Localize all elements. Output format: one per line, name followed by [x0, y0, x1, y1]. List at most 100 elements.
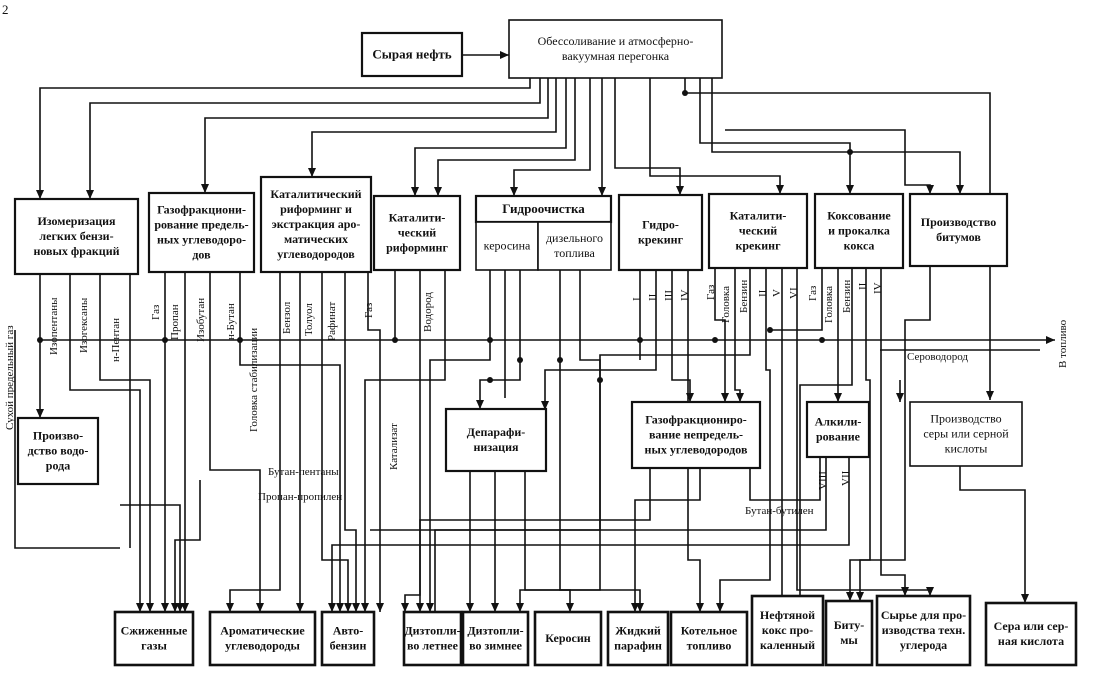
box-label-line: крекинг — [735, 239, 781, 253]
junction-dot — [517, 357, 523, 363]
arrowhead — [426, 603, 434, 612]
flow-line — [89, 78, 541, 199]
box-label-line: парафин — [614, 639, 662, 653]
flow-label-cc-head: Головка — [720, 286, 732, 323]
arrowhead — [36, 409, 44, 418]
box-label-line: экстракция аро- — [272, 217, 361, 231]
arrowhead — [296, 603, 304, 612]
arrowhead — [352, 603, 360, 612]
flow-label-toluene: Толуол — [303, 303, 315, 336]
flow-label-cok-head: Головка — [823, 286, 835, 323]
box-label-line: риформинг — [386, 241, 448, 255]
stream-number-alk-7: VII — [840, 470, 852, 486]
flow-label-stab-head: Головка стабилизации — [248, 328, 260, 432]
arrowhead — [986, 391, 994, 400]
box-label-line: каленный — [760, 638, 815, 652]
box-label-line: Керосин — [545, 631, 590, 645]
junction-dot — [767, 327, 773, 333]
flow-label-propane-propylene: Пропан-пропилен — [258, 491, 342, 503]
box-label-line: во летнее — [407, 639, 459, 653]
arrowhead — [846, 185, 854, 194]
arrowhead — [411, 187, 419, 196]
box-label-line: Дизтопли- — [467, 624, 523, 638]
box-hydrotreat: Гидроочистка — [474, 194, 613, 224]
flow-line — [649, 78, 781, 194]
flow-label-to-fuel: В топливо — [1057, 319, 1069, 368]
flow-line — [344, 272, 357, 612]
flow-line — [99, 274, 151, 612]
flow-line — [174, 480, 201, 612]
junction-dot — [487, 337, 493, 343]
flow-line — [711, 78, 961, 194]
flow-line — [880, 268, 906, 596]
flow-line — [513, 78, 591, 196]
box-label-line: Сырье для про- — [881, 608, 966, 622]
flow-label-isohexanes: Изогексаны — [78, 297, 90, 353]
box-p-kerosene: Керосин — [533, 610, 603, 667]
box-label-line: ческий — [398, 226, 436, 240]
arrowhead — [901, 587, 909, 596]
flow-line — [239, 272, 341, 612]
arrowhead — [776, 185, 784, 194]
box-label-line: Коксование — [827, 209, 891, 223]
box-p-bitumen: Биту-мы — [824, 599, 874, 667]
arrowhead — [500, 51, 509, 59]
stream-number-cc-6: VI — [788, 287, 800, 299]
arrowhead — [336, 603, 344, 612]
box-frame — [630, 400, 762, 470]
flow-line — [699, 78, 851, 194]
flow-label-n-pentane: н-Пентан — [110, 318, 122, 362]
box-label-line: Каталитический — [270, 187, 361, 201]
junction-dot — [37, 337, 43, 343]
arrowhead — [716, 603, 724, 612]
flow-label-butane-pentanes: Бутан-пентаны — [268, 466, 339, 478]
arrowhead — [541, 401, 549, 410]
flow-line — [437, 78, 576, 196]
box-label-line: кокс про- — [762, 623, 813, 637]
box-label-line: Гидроочистка — [502, 201, 585, 216]
arrowhead — [696, 603, 704, 612]
flow-label-gas-1: Газ — [150, 305, 162, 320]
arrowhead — [344, 603, 352, 612]
arrowhead — [896, 393, 904, 402]
box-label-line: крекинг — [638, 233, 684, 247]
arrowhead — [566, 603, 574, 612]
arrowhead — [466, 603, 474, 612]
flow-line — [331, 457, 850, 612]
arrowhead — [491, 603, 499, 612]
arrowhead — [434, 187, 442, 196]
box-frame — [875, 594, 972, 667]
flow-line — [364, 270, 446, 612]
arrowhead — [686, 393, 694, 402]
box-label-line: Ароматические — [220, 624, 305, 638]
arrowhead — [86, 190, 94, 199]
arrowhead — [361, 603, 369, 612]
box-p-diesel-winter: Дизтопли-во зимнее — [461, 610, 530, 667]
arrowhead — [376, 603, 384, 612]
box-gas-fract-sat: Газофракциони-рование предель-ных углево… — [147, 191, 256, 274]
box-label-line: новых фракций — [33, 244, 119, 258]
box-label-line: дизельного — [546, 231, 603, 245]
flow-line — [770, 268, 823, 331]
box-frame — [13, 197, 140, 276]
flow-line — [559, 270, 571, 612]
flow-line — [14, 330, 120, 549]
junction-dot — [487, 377, 493, 383]
box-label-line: Алкили- — [815, 415, 862, 429]
arrowhead — [510, 187, 518, 196]
arrowhead — [926, 587, 934, 596]
stream-number-cok-2: II — [857, 282, 869, 290]
box-label-line: легких бензи- — [39, 229, 113, 243]
box-label-line: ческий — [739, 224, 777, 238]
arrowhead — [598, 187, 606, 196]
box-label-line: Произво- — [33, 429, 83, 443]
flow-line — [479, 270, 521, 409]
flow-line — [799, 268, 853, 612]
box-label-line: Дизтопли- — [404, 624, 460, 638]
box-frame — [508, 19, 723, 79]
